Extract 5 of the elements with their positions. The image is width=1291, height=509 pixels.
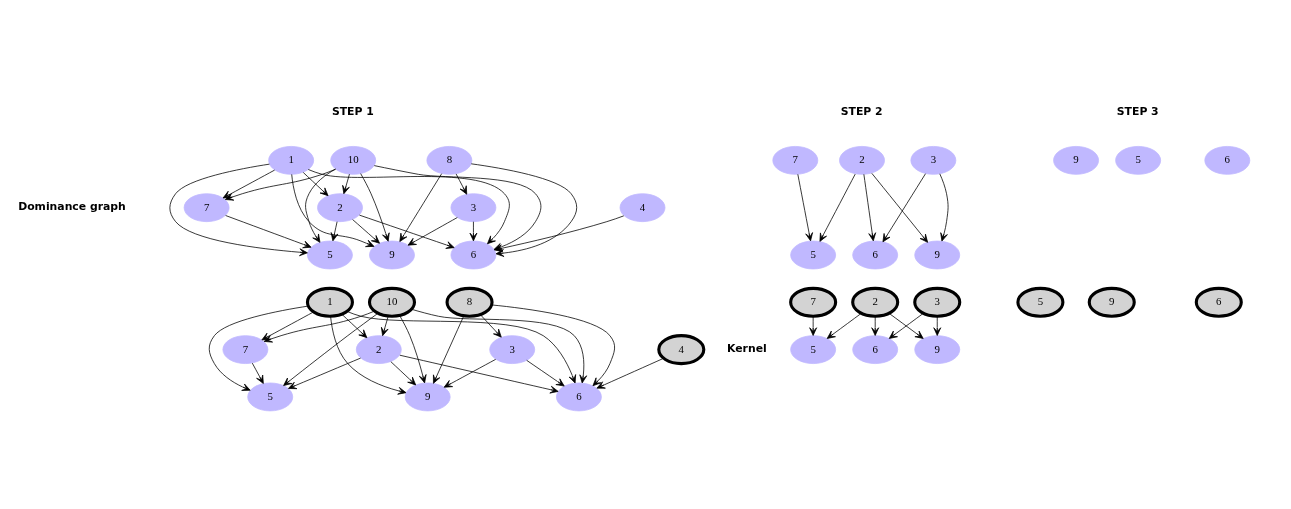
label: Kernel bbox=[727, 341, 767, 355]
label: STEP 3 bbox=[1116, 104, 1159, 118]
label: STEP 1 bbox=[331, 104, 374, 118]
label: STEP 2 bbox=[840, 104, 883, 118]
label: Dominance graph bbox=[18, 199, 126, 213]
